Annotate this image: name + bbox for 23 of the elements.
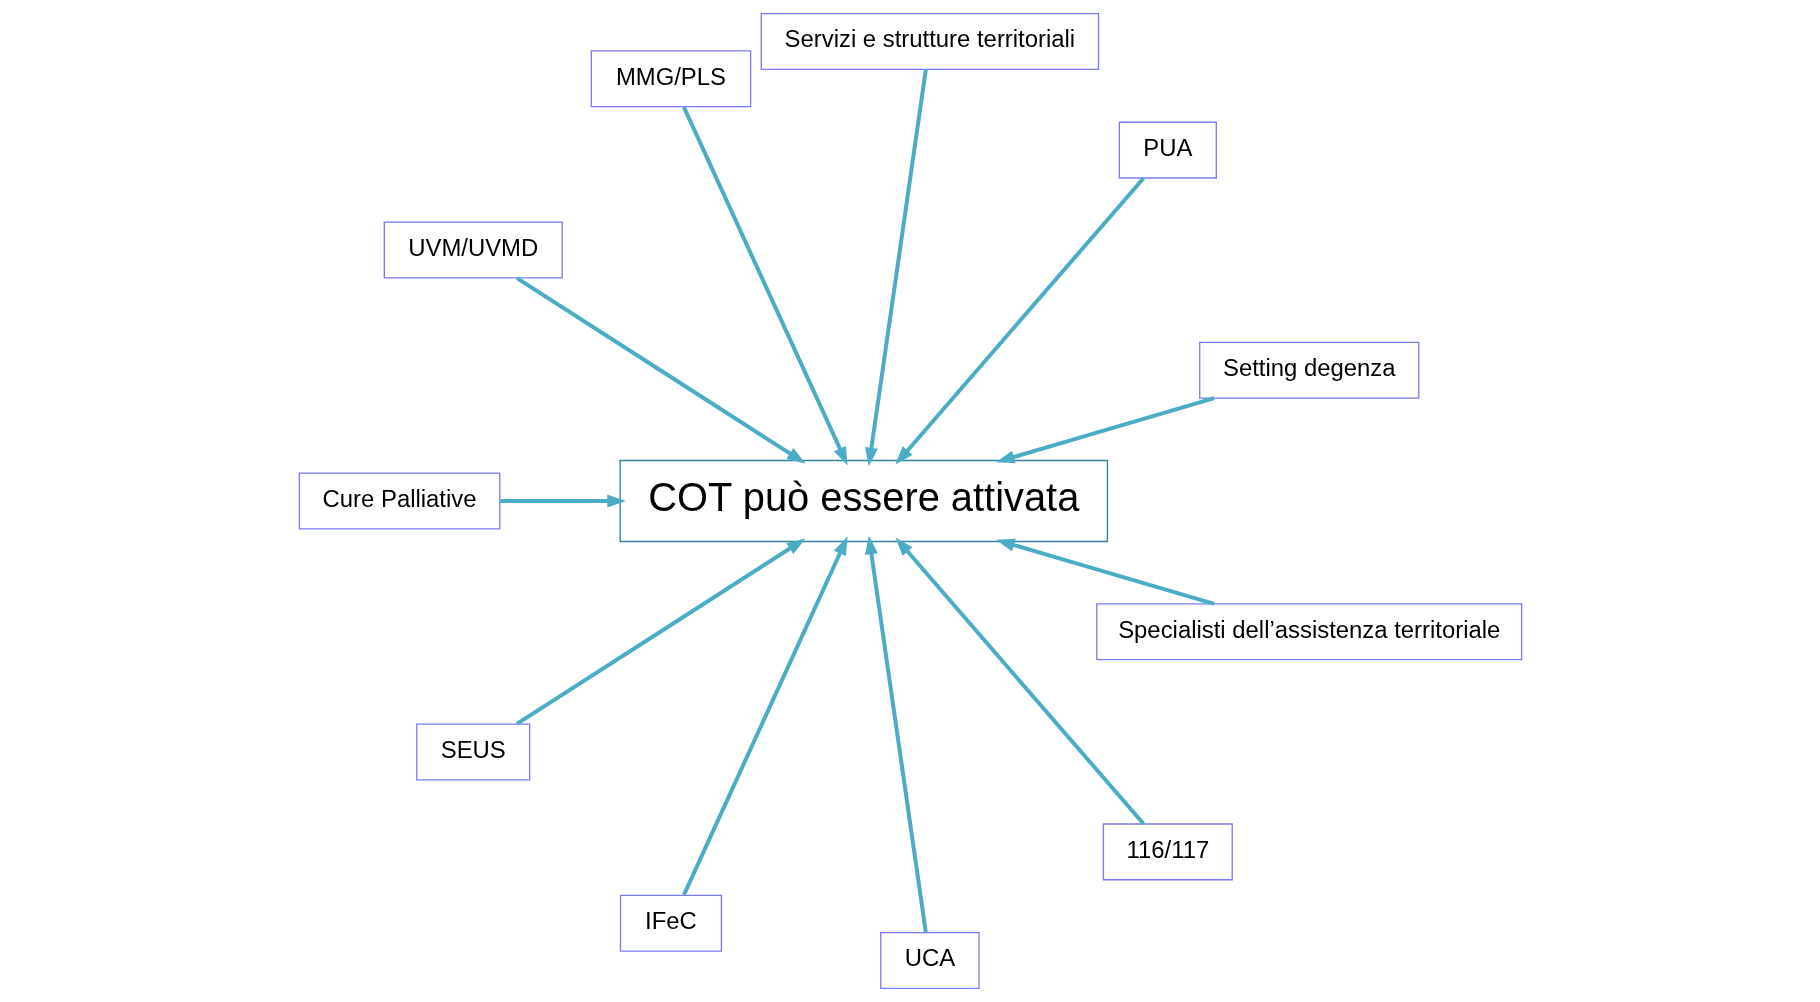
node-box: Setting degenza xyxy=(1198,341,1419,399)
arrow xyxy=(515,276,806,464)
node-box: MMG/PLS xyxy=(590,50,751,108)
arrow xyxy=(894,537,1145,826)
arrow xyxy=(681,106,848,466)
node-box: Cure Palliative xyxy=(298,472,500,530)
node-box: UVM/UVMD xyxy=(383,221,563,279)
arrow xyxy=(499,494,626,508)
arrow xyxy=(995,538,1215,606)
node-box: 116/117 xyxy=(1102,823,1233,881)
node-box: Servizi e strutture territoriali xyxy=(760,12,1099,71)
node-box: SEUS xyxy=(415,723,530,781)
node-box: UCA xyxy=(879,931,980,990)
arrow xyxy=(681,536,848,896)
node-box: PUA xyxy=(1118,121,1217,179)
arrow xyxy=(864,69,928,467)
arrow xyxy=(894,176,1145,465)
node-box: IFeC xyxy=(619,894,722,952)
arrow xyxy=(995,396,1215,464)
arrow xyxy=(864,535,928,933)
node-box: Specialisti dell’assistenza territoriale xyxy=(1095,603,1522,661)
node-box: COT può essere attivata xyxy=(619,459,1108,543)
arrow xyxy=(515,538,806,726)
